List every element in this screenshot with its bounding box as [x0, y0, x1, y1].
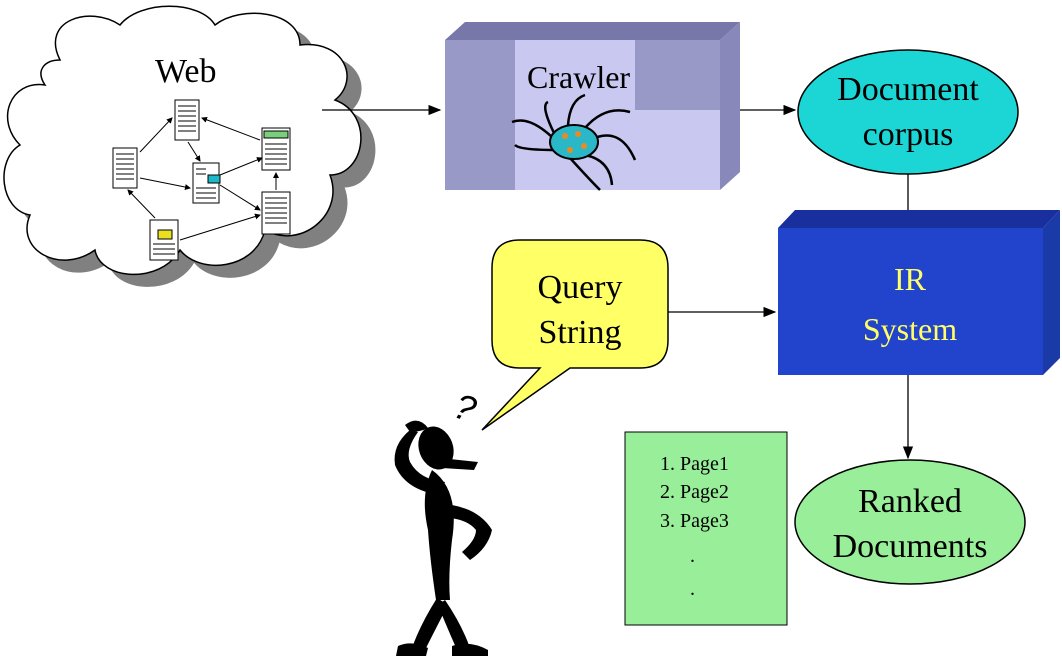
result-list-card: 1. Page1 2. Page2 3. Page3 . . [624, 431, 788, 626]
ir-label-line1: IR [894, 261, 927, 297]
crawler-box: Crawler [445, 22, 740, 190]
document-corpus-node: Document corpus [797, 49, 1019, 175]
query-label-line2: String [538, 314, 621, 351]
ir-label-line2: System [863, 311, 957, 347]
spider-icon [511, 93, 637, 191]
result-item: . [690, 578, 695, 600]
web-doc-lines [116, 105, 287, 255]
query-string-bubble: Query String [481, 239, 669, 431]
ranked-label-line1: Ranked [858, 483, 962, 520]
question-mark: ? [449, 385, 482, 430]
web-doc-image [207, 174, 221, 184]
crawler-label: Crawler [527, 59, 630, 95]
web-cloud: Web [3, 5, 376, 287]
confused-user-figure: ? [394, 385, 492, 656]
web-label: Web [155, 53, 216, 90]
ranked-label-line2: Documents [833, 528, 988, 565]
web-link-arrows [127, 116, 279, 241]
result-item: 3. Page3 [660, 510, 729, 532]
result-item: . [690, 545, 695, 567]
corpus-label-line1: Document [837, 71, 979, 108]
web-doc-image [263, 130, 289, 139]
result-item: 1. Page1 [660, 453, 729, 475]
web-doc-image [157, 229, 173, 240]
result-item: 2. Page2 [660, 481, 729, 503]
corpus-label-line2: corpus [863, 116, 954, 153]
ranked-documents-node: Ranked Documents [794, 459, 1026, 585]
ir-system-box: IR System [778, 210, 1060, 375]
query-label-line1: Query [538, 269, 623, 306]
